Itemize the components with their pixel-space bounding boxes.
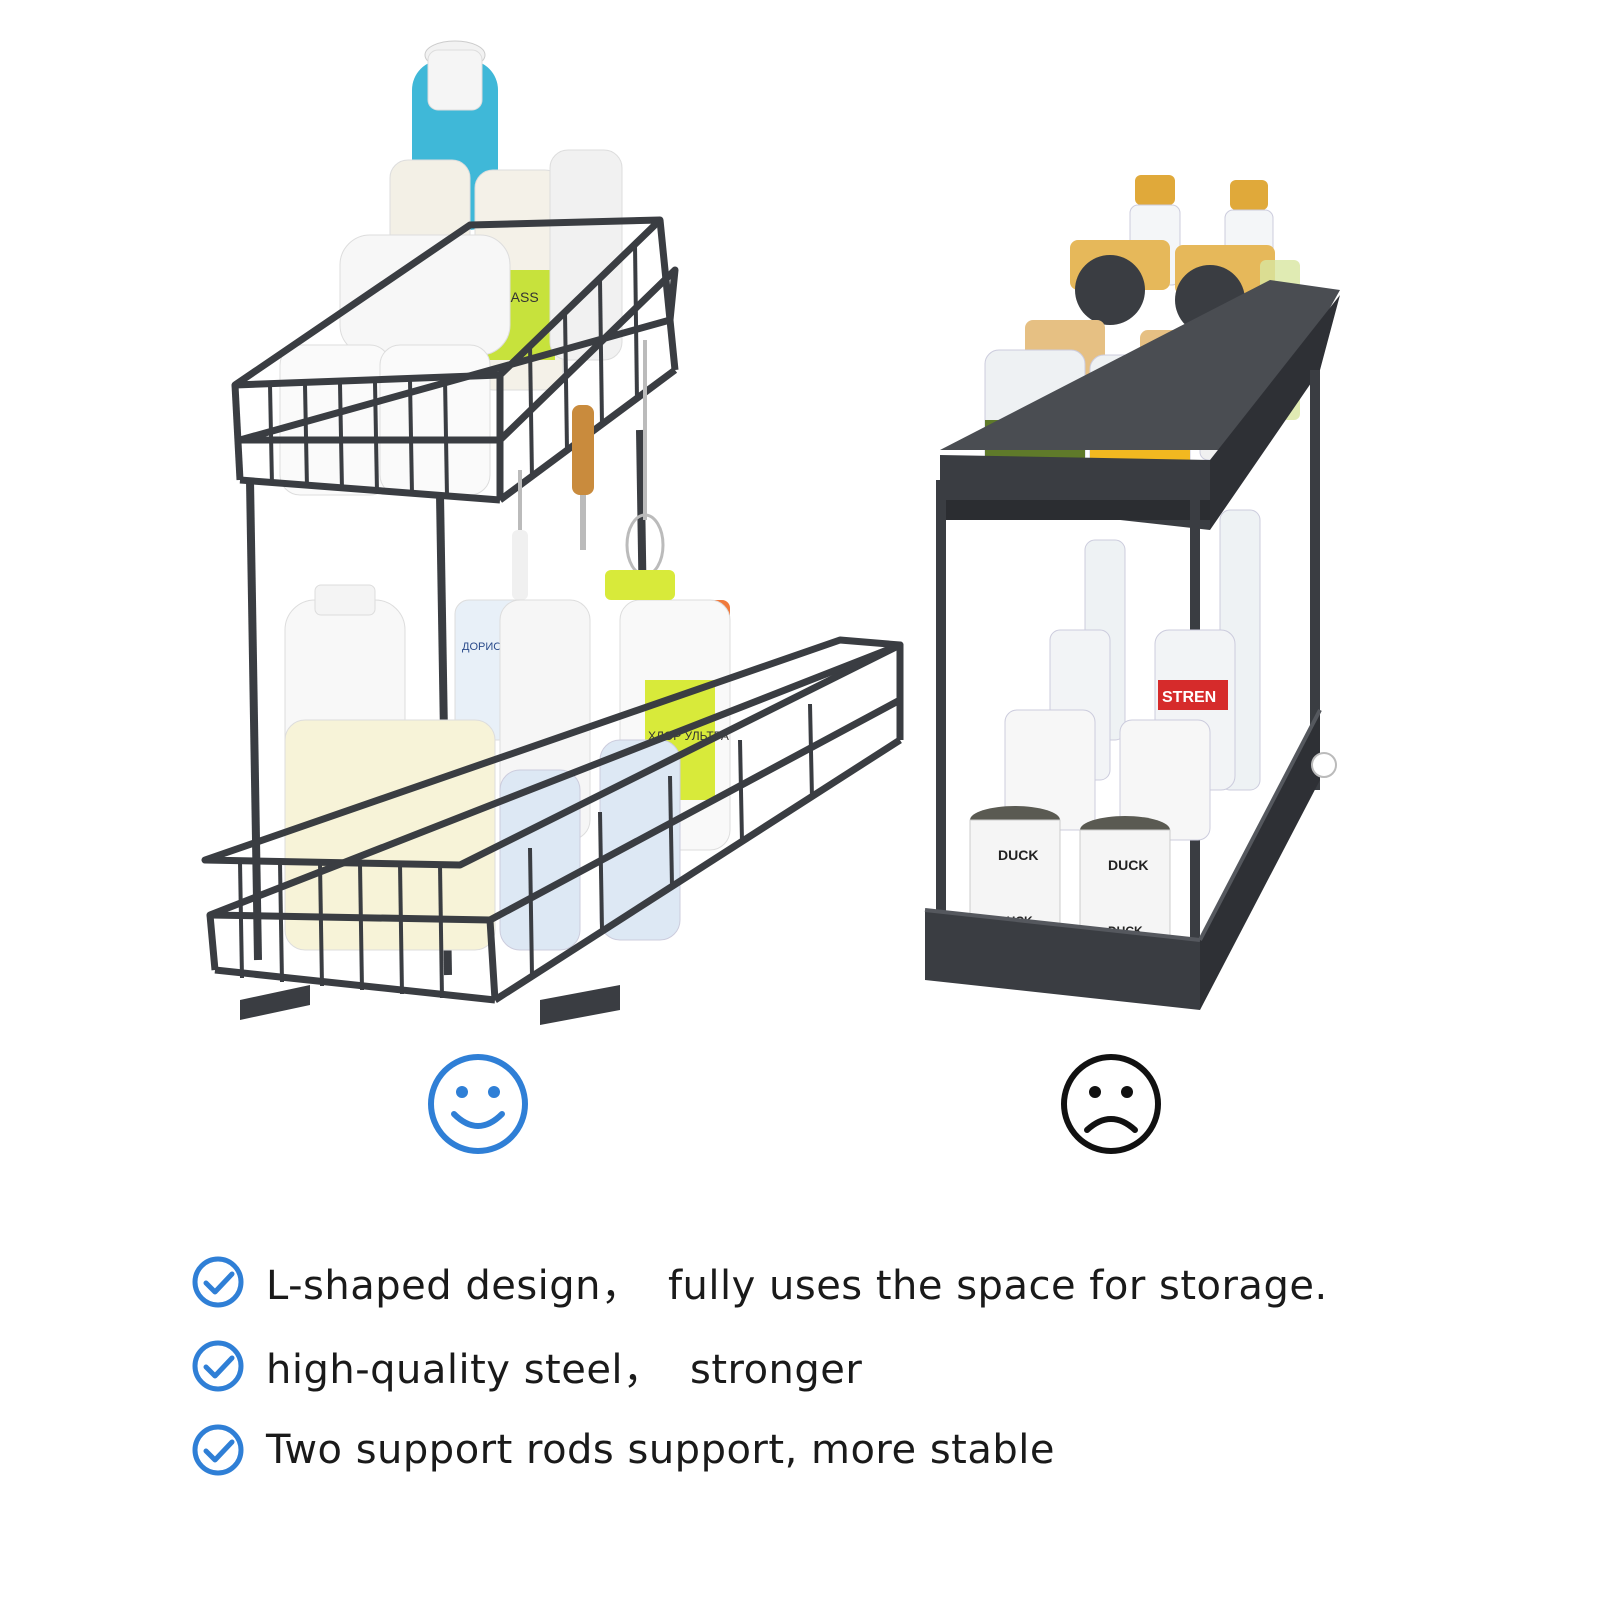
feature-text: L-shaped design， fully uses the space fo… (266, 1263, 1328, 1309)
feature-item: high-quality steel， stronger (190, 1324, 1490, 1408)
feature-item: Two support rods support, more stable (190, 1408, 1490, 1492)
feature-item: L-shaped design， fully uses the space fo… (190, 1240, 1490, 1324)
bottle-label: STREN (1162, 689, 1216, 706)
can-label-2: DUCK (1108, 857, 1148, 873)
feature-text: Two support rods support, more stable (266, 1427, 1055, 1473)
happy-face-icon (426, 1052, 530, 1160)
check-circle-icon (192, 1424, 244, 1476)
feature-text: high-quality steel， stronger (266, 1347, 863, 1393)
right-product-image: STREN DUCK DUCK DUCK DUCK (920, 170, 1350, 1030)
check-circle-icon (192, 1256, 244, 1308)
feature-list: L-shaped design， fully uses the space fo… (190, 1240, 1490, 1492)
left-product-image: GLASS (200, 40, 920, 1040)
check-circle-icon (192, 1340, 244, 1392)
can-label-1: DUCK (998, 847, 1038, 863)
sad-face-icon (1059, 1052, 1163, 1160)
